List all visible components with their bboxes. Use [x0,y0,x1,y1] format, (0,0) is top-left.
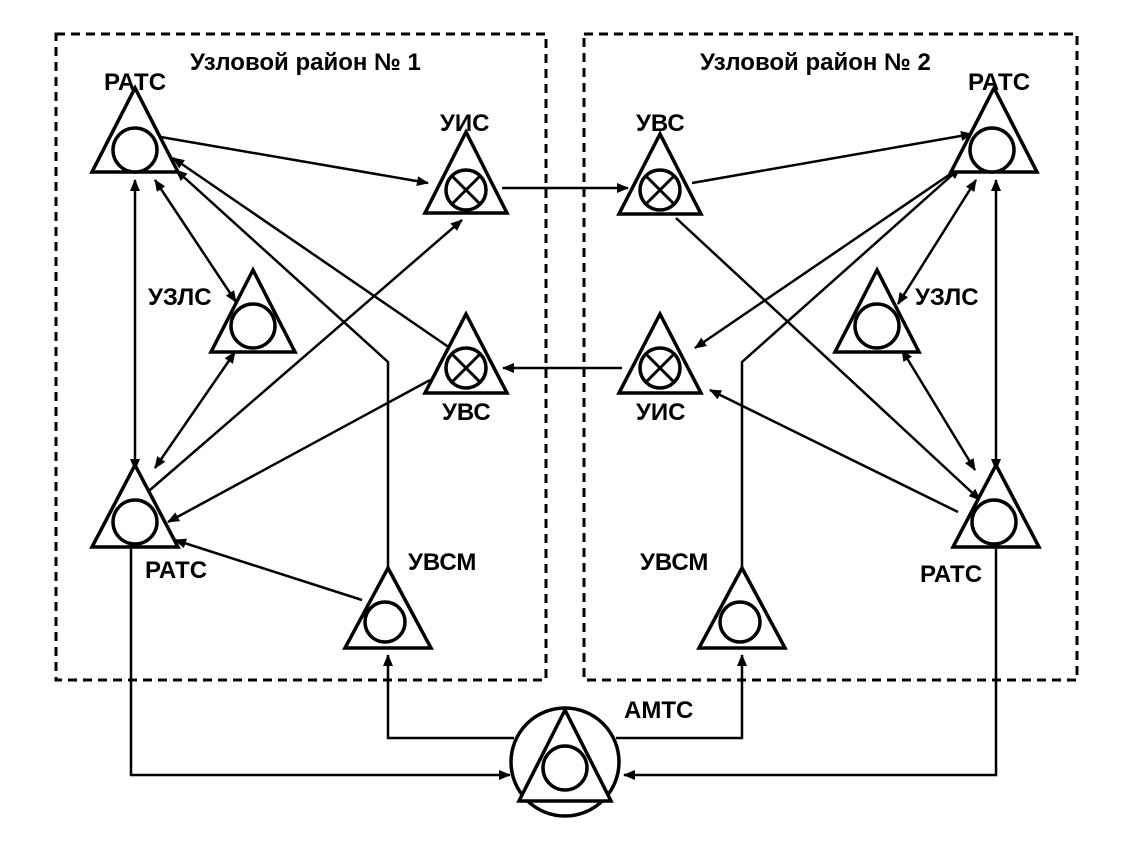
link-d1-rats-bottom-to-uis [149,219,463,491]
link-d2-uvs-to-rats-top [691,130,973,185]
d1-uis-node [422,128,510,215]
link-d1-rats-top-to-uis [154,134,429,187]
link-d2-rats-top-uzls [896,179,978,305]
link-amts-to-d2-uvsm [616,654,747,740]
d1-rats-bottom-node [89,461,181,549]
d2-uvsm-node [696,564,788,650]
district-2-boundary [582,32,1079,682]
link-d1-rats-top-uzls [153,179,238,303]
link-d1-uvs-to-rats-top [172,156,451,350]
d1-rats-top-node [89,84,181,174]
d2-rats-top-node [948,84,1040,174]
district-2-title: Узловой район № 2 [700,49,931,76]
link-d2-uvs-to-rats-bottom [675,217,981,501]
d2-rats-bottom-label: РАТС [920,561,982,588]
d1-rats-bottom-label: РАТС [145,557,207,584]
link-d2-rats-bottom-to-uis [709,388,959,514]
d1-uvsm-label: УВСМ [408,549,476,576]
d2-uvs-node [616,130,704,216]
d2-uis-label: УИС [636,399,686,426]
d1-uvs-label: УВС [442,399,491,426]
d2-rats-bottom-node [950,461,1042,549]
d2-uis-node [616,310,704,395]
link-d1-uvsm-to-rats-bottom [174,538,363,602]
link-d1-uvs-to-rats-bottom [167,378,431,524]
link-d2-rats-bottom-to-amts [623,547,998,780]
amts-node [509,706,621,818]
d1-uvsm-node [342,564,434,650]
amts-label: АМТС [624,697,693,724]
d1-uzls-label: УЗЛС [148,284,212,311]
connections [129,130,1001,780]
link-d1-uvsm-to-rats-top [175,169,390,575]
link-d2-rats-top-to-uis [694,160,969,350]
link-d1-rats-bottom-to-amts [129,547,511,780]
d1-uzls-node [208,266,298,354]
d2-uvsm-label: УВСМ [640,549,708,576]
d1-rats-top-label: РАТС [104,69,166,96]
link-d2-uzls-rats-bottom [900,349,977,471]
d2-uzls-label: УЗЛС [915,284,979,311]
d2-uzls-node [832,266,922,354]
district-1-title: Узловой район № 1 [190,49,421,76]
d1-uis-label: УИС [440,110,490,137]
link-amts-to-d1-uvsm [383,654,514,740]
link-d1-uzls-rats-bottom [153,351,237,469]
d2-uvs-label: УВС [636,110,685,137]
d2-rats-top-label: РАТС [968,69,1030,96]
district-1-boundary [54,32,548,682]
link-d2-uvsm-to-rats-top [740,167,961,575]
d1-uvs-node [422,310,510,395]
